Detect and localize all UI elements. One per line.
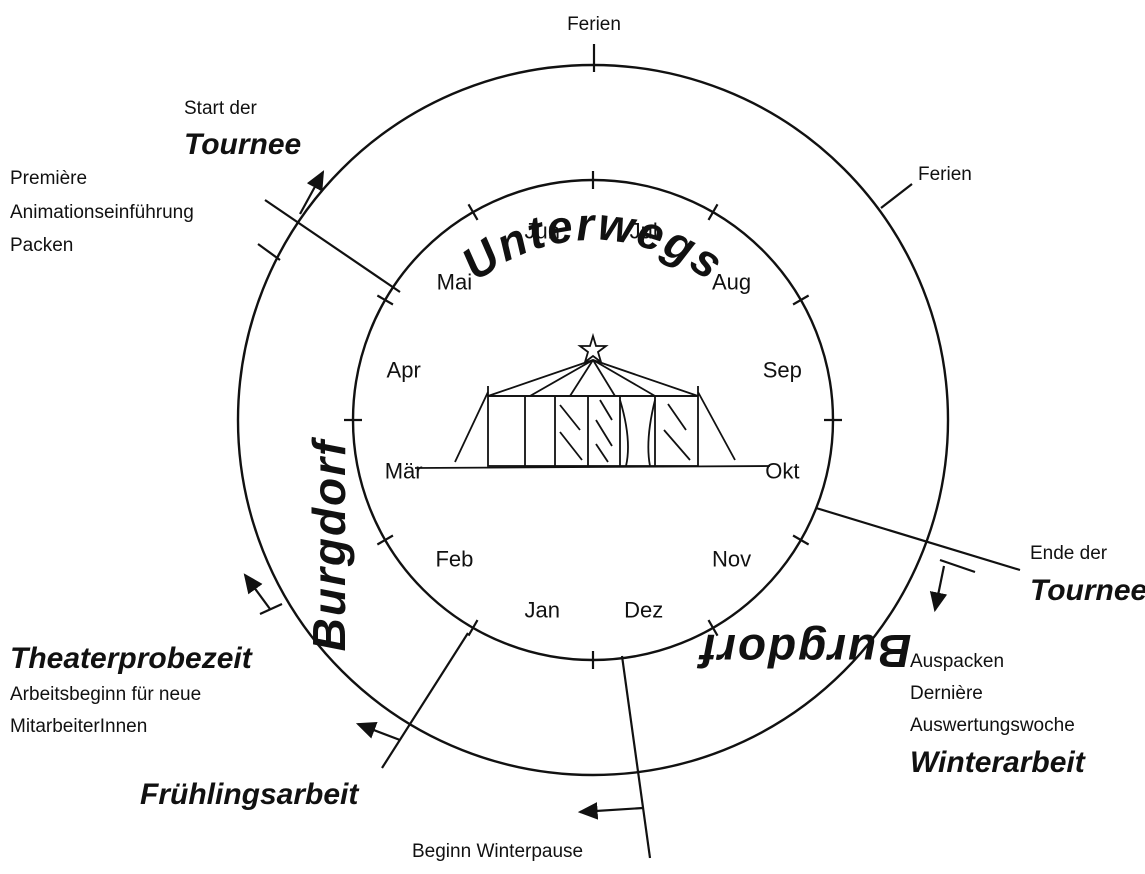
theater-label-1: Arbeitsbeginn für neue (10, 684, 201, 705)
month-label: Aug (712, 269, 751, 294)
premiere-label-3: Packen (10, 235, 73, 256)
month-tick (709, 204, 718, 220)
month-label: Apr (387, 357, 421, 382)
winterpause-label: Beginn Winterpause (412, 841, 583, 862)
month-label: Mär (385, 459, 423, 484)
month-tick (377, 296, 393, 305)
month-label: Okt (765, 459, 799, 484)
season-spring-label: Burgdorf (303, 436, 355, 651)
premiere-label-2: Animationseinführung (10, 202, 194, 223)
theater-marker (260, 604, 282, 614)
theater-title: Theaterprobezeit (10, 642, 254, 675)
ende-tournee-arrow (935, 566, 944, 610)
start-tournee-label-1: Start der (184, 98, 258, 119)
season-winter-label: Burgdorf (696, 625, 911, 677)
spring-title: Frühlingsarbeit (140, 778, 360, 811)
season-summer-label: Unterwegs (452, 197, 734, 290)
spring-arrow (358, 724, 400, 740)
ferien-right-marker (881, 184, 912, 208)
ende-tournee-tick (940, 560, 975, 572)
winter-label-3: Auswertungswoche (910, 715, 1075, 736)
month-label: Jan (525, 597, 560, 622)
month-tick (377, 536, 393, 545)
winterpause-arrow (580, 808, 643, 812)
month-label: Sep (763, 357, 802, 382)
premiere-marker (258, 244, 280, 260)
month-label: Nov (712, 547, 751, 572)
winter-label-1: Auspacken (910, 651, 1004, 672)
winterpause-line (622, 656, 650, 858)
month-label: Dez (624, 597, 663, 622)
winter-label-2: Dernière (910, 683, 983, 704)
ferien-right-label: Ferien (918, 164, 972, 185)
ferien-top-label: Ferien (567, 14, 621, 35)
winter-title: Winterarbeit (910, 746, 1087, 779)
theater-arrow (245, 575, 270, 609)
month-label: Feb (435, 547, 473, 572)
ende-tournee-label-2: Tournee (1030, 574, 1145, 607)
month-tick (793, 536, 809, 545)
inner-ring (353, 180, 833, 660)
month-tick (469, 204, 478, 220)
theater-label-2: MitarbeiterInnen (10, 716, 147, 737)
premiere-label-1: Première (10, 168, 87, 189)
month-tick (793, 296, 809, 305)
start-tournee-label-2: Tournee (184, 128, 301, 161)
ende-tournee-label-1: Ende der (1030, 543, 1108, 564)
month-label: Mai (437, 269, 472, 294)
circus-tent-icon (415, 336, 770, 468)
month-tick (469, 620, 478, 636)
start-tournee-line (265, 200, 400, 292)
